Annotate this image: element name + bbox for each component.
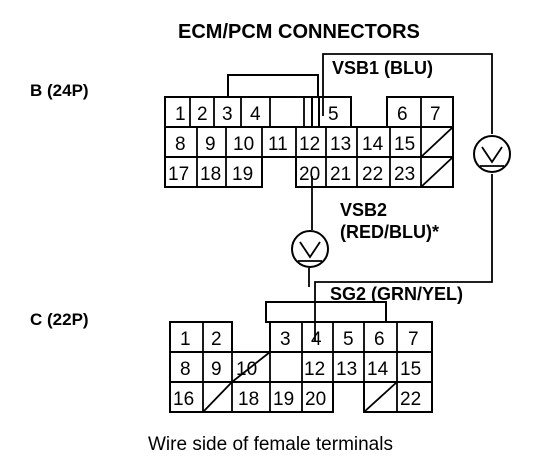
pin-b23: 23	[394, 164, 415, 185]
pin-b13: 13	[330, 134, 351, 155]
connector-c-row3-right-block	[363, 381, 433, 413]
pin-c1: 1	[180, 329, 191, 350]
connector-b-label: B (24P)	[30, 81, 89, 100]
pin-b11: 11	[268, 134, 288, 155]
pin-b8: 8	[175, 134, 186, 155]
connector-b-lock-tab	[227, 74, 319, 98]
vsb1-wire	[322, 53, 493, 134]
pin-b9: 9	[205, 134, 216, 155]
pin-b22: 22	[362, 164, 383, 185]
vsb2-color-label: (RED/BLU)*	[340, 222, 439, 242]
pin-c12: 12	[304, 359, 325, 380]
pin-c22: 22	[400, 389, 421, 410]
pin-c13: 13	[336, 359, 357, 380]
connector-b-row-2: 8 9 10 11 12 13 14 15	[164, 126, 454, 187]
voltmeter-center-icon	[291, 230, 329, 268]
pin-b5: 5	[328, 104, 339, 125]
test-wiring	[308, 53, 493, 342]
pin-c15: 15	[400, 359, 421, 380]
connector-c: 1 2 3 4 5 6 7 8 9 10 12 13 14 15	[169, 301, 433, 413]
pin-c6: 6	[374, 329, 385, 350]
pin-b2: 2	[197, 104, 208, 125]
pin-c16: 16	[173, 389, 194, 410]
connector-c-lock-tab	[265, 301, 387, 323]
diagram-title: ECM/PCM CONNECTORS	[178, 21, 420, 43]
pin-b14: 14	[362, 134, 384, 155]
pin-b1: 1	[175, 104, 186, 125]
pin-c10: 10	[236, 359, 257, 380]
voltmeter-right	[473, 135, 511, 173]
voltmeter-right-icon	[473, 135, 511, 173]
pin-b17: 17	[168, 164, 189, 185]
pin-b10: 10	[233, 134, 254, 155]
connector-b-row1-right-block	[386, 96, 454, 128]
pin-c14: 14	[367, 359, 389, 380]
pin-b19: 19	[232, 164, 253, 185]
vsb2-wire-label: VSB2	[340, 200, 387, 220]
pin-b12: 12	[299, 134, 320, 155]
pin-c5: 5	[343, 329, 354, 350]
connector-c-label: C (22P)	[30, 310, 89, 329]
pin-b7: 7	[430, 104, 441, 125]
pin-b3: 3	[222, 104, 233, 125]
sg2-wire-label: SG2 (GRN/YEL)	[330, 284, 463, 304]
pin-b18: 18	[200, 164, 221, 185]
connector-b-row1-left-block	[164, 96, 313, 128]
diagram-caption: Wire side of female terminals	[148, 434, 393, 455]
connector-c-row3-left-block	[169, 381, 334, 413]
pin-c9: 9	[211, 359, 222, 380]
vsb1-wire-label: VSB1 (BLU)	[332, 58, 433, 78]
connector-b-row3-left-block	[164, 156, 263, 188]
connector-c-row-3: 16 18 19 20 22	[169, 381, 433, 413]
connector-c-row-1: 1 2 3 4 5 6 7	[169, 321, 433, 353]
sg2-wire	[314, 174, 493, 342]
pin-b6: 6	[397, 104, 408, 125]
pin-c8: 8	[180, 359, 191, 380]
pin-b15: 15	[394, 134, 415, 155]
pin-b4: 4	[250, 104, 261, 125]
connector-b: 1 2 3 4 5 6 7 8 9 10 11 12 13 14 15	[164, 74, 454, 188]
connector-b-row-1: 1 2 3 4 5 6 7	[164, 96, 454, 128]
connector-c-row2-block	[169, 351, 433, 383]
pin-b20: 20	[299, 164, 320, 185]
connector-b-row2-block	[164, 126, 454, 158]
pin-c19: 19	[273, 389, 294, 410]
connector-b-row-3: 17 18 19 20 21 22 23	[164, 156, 454, 188]
pin-c4: 4	[311, 329, 322, 350]
pin-c3: 3	[280, 329, 291, 350]
pin-c18: 18	[238, 389, 259, 410]
pin-c7: 7	[408, 329, 419, 350]
pin-c20: 20	[305, 389, 326, 410]
pin-c2: 2	[211, 329, 222, 350]
connector-b-pin5-cell	[318, 96, 352, 128]
pin-b21: 21	[330, 164, 351, 185]
voltmeter-center	[291, 230, 329, 268]
